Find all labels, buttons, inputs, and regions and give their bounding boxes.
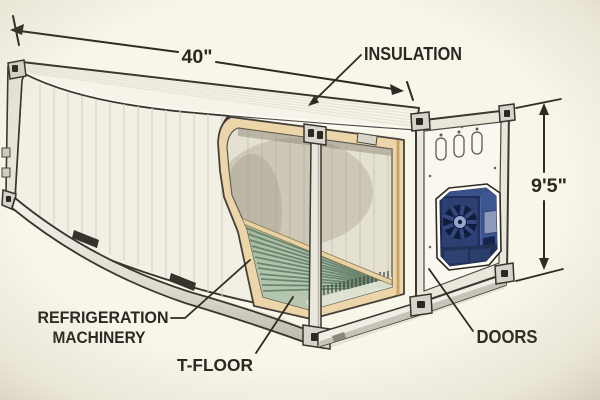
diagram-canvas: 40" INSULATION 9'5" REFRIGERATION MACHIN… bbox=[0, 0, 600, 400]
vignette-overlay bbox=[0, 0, 600, 400]
reefer-container-diagram: 40" INSULATION 9'5" REFRIGERATION MACHIN… bbox=[0, 0, 600, 400]
